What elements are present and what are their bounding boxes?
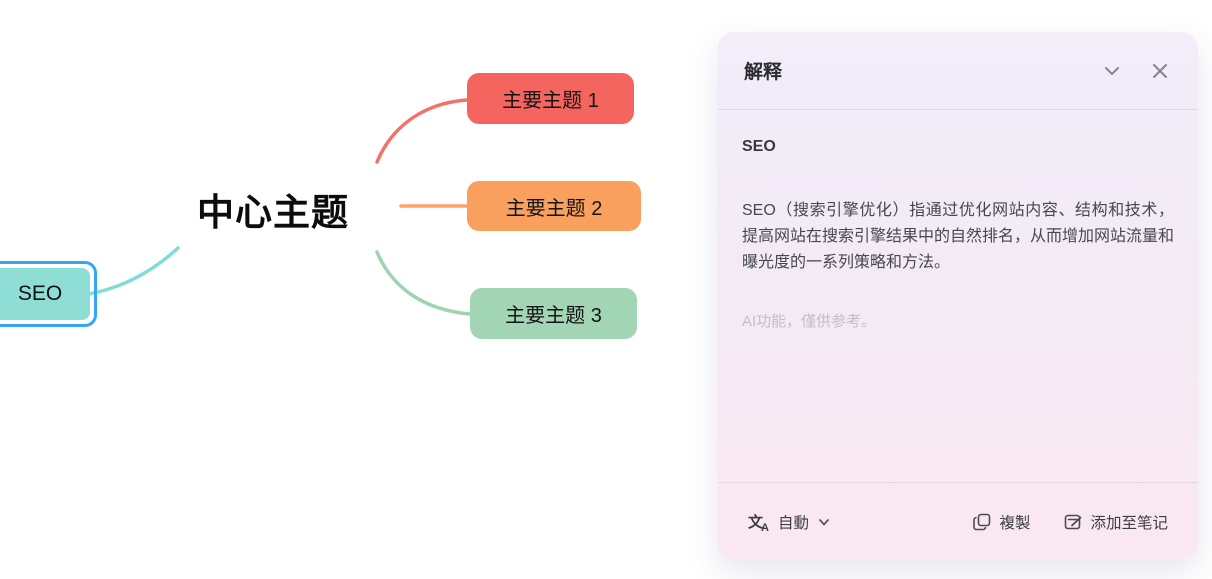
chevron-down-icon (819, 518, 829, 525)
connector-floating-topic (86, 246, 180, 296)
translate-glyph-secondary: A (761, 521, 769, 534)
connector-branch-3 (375, 250, 472, 316)
collapse-button[interactable] (1100, 59, 1124, 83)
term-heading: SEO (742, 138, 776, 155)
add-to-notes-label: 添加至笔记 (1090, 514, 1168, 532)
branch-node-2[interactable]: 主要主题 2 (467, 181, 641, 231)
copy-label: 複製 (999, 514, 1031, 532)
branch-node-1[interactable]: 主要主题 1 (467, 73, 634, 124)
central-topic[interactable]: 中心主题 (197, 192, 349, 233)
explain-panel: 解释 SEO SEO（搜索引擎优化）指通过优化网站内容、结构和技术，提高网站在搜… (718, 32, 1198, 560)
header-divider (718, 109, 1198, 110)
floating-topic-seo[interactable]: SEO (0, 268, 90, 320)
translate-glyph-primary: 文 (748, 513, 764, 531)
note-edit-icon (1065, 514, 1082, 529)
add-to-notes-button[interactable]: 添加至笔记 (1064, 511, 1168, 533)
translate-icon: 文 A (748, 512, 770, 534)
language-selector[interactable]: 文 A 自動 (748, 511, 831, 534)
connector-branch-1 (375, 98, 469, 164)
panel-title: 解释 (744, 62, 783, 83)
panel-body: SEO SEO（搜索引擎优化）指通过优化网站内容、结构和技术，提高网站在搜索引擎… (718, 110, 1198, 482)
copy-icon (973, 513, 991, 530)
panel-header: 解释 (718, 32, 1198, 109)
chevron-down-icon (1105, 66, 1119, 75)
copy-button[interactable]: 複製 (973, 511, 1030, 533)
panel-footer: 文 A 自動 複製 添加至笔记 (718, 483, 1198, 560)
close-icon (1153, 63, 1167, 78)
branch-node-3[interactable]: 主要主题 3 (470, 288, 637, 339)
definition-text: SEO（搜索引擎优化）指通过优化网站内容、结构和技术，提高网站在搜索引擎结果中的… (742, 202, 1175, 271)
footer-divider (718, 482, 1198, 483)
ai-disclaimer: AI功能，僅供参考。 (742, 313, 877, 330)
language-label: 自動 (778, 514, 810, 532)
close-button[interactable] (1148, 59, 1172, 83)
